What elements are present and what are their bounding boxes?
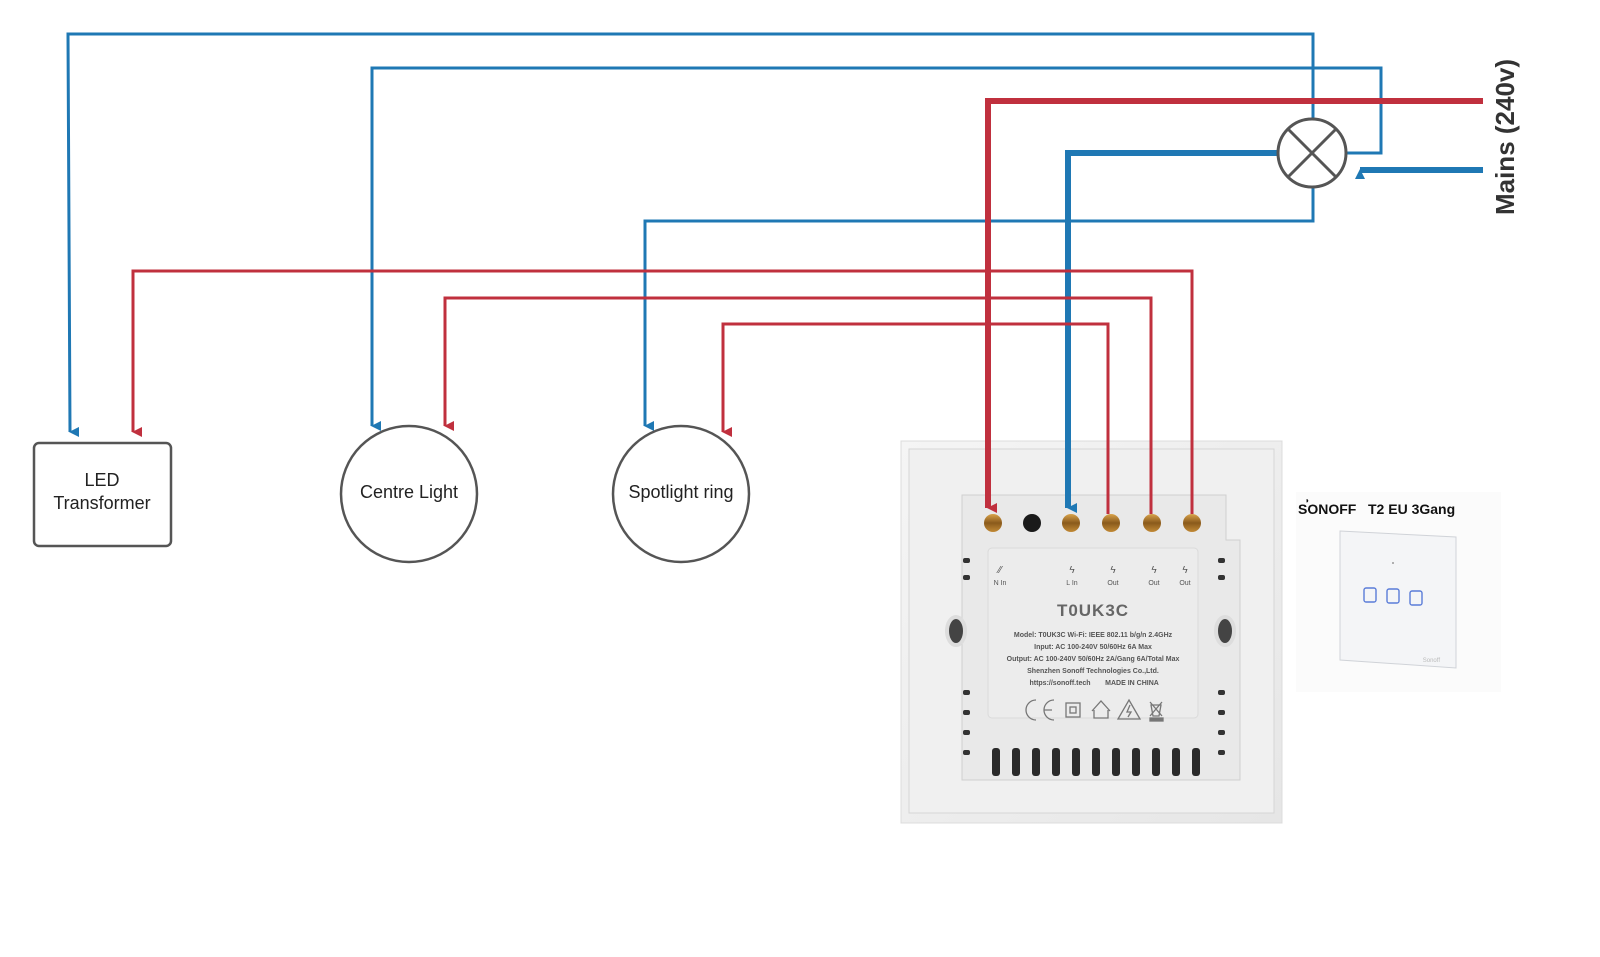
spotlight-ring-label: Spotlight ring [628, 482, 733, 502]
wire-neutral-led-transformer [66, 32, 1315, 437]
screw-out-3 [1102, 514, 1120, 532]
lightning-1-icon: ϟ [1182, 565, 1188, 576]
high-voltage-warning-icon [1116, 698, 1142, 720]
live-wires [131, 98, 1483, 514]
origin-text: MADE IN CHINA [1105, 680, 1159, 687]
mounting-hole-left [945, 615, 967, 647]
wire-live-out1-led-transformer [131, 269, 1194, 514]
indoor-use-icon [1091, 700, 1111, 719]
panel-touch-button-2 [1386, 588, 1400, 604]
switch-back-plate: ⁄⁄ N In ϟ L In ϟ Out ϟ Out ϟ Out T0UK3C … [900, 440, 1283, 824]
spec-line-4: Shenzhen Sonoff Technologies Co.,Ltd. [1027, 668, 1159, 675]
screw-out-1 [1183, 514, 1201, 532]
website-text: https://sonoff.tech [1029, 680, 1090, 687]
led-transformer-label-1: LED [84, 470, 119, 490]
mounting-hole-right [1214, 615, 1236, 647]
terminal-label-out-1: Out [1179, 580, 1190, 587]
terminal-label-n-in: N In [994, 580, 1007, 587]
certification-icons [1025, 698, 1164, 722]
switch-model: T0UK3C [1057, 601, 1129, 620]
neutral-wires [66, 32, 1483, 513]
screw-l-in [1062, 514, 1080, 532]
neutral-icon: ⁄⁄ [995, 565, 1003, 576]
lamp-cross-junction-icon [1276, 117, 1348, 189]
wire-live-mains-to-switch [985, 98, 1483, 513]
centre-light-label: Centre Light [360, 482, 458, 502]
lightning-3-icon: ϟ [1110, 565, 1116, 576]
blank-plug [1023, 514, 1041, 532]
lightning-icon: ϟ [1069, 565, 1075, 576]
spec-line-1: Model: T0UK3C Wi-Fi: IEEE 802.11 b/g/n 2… [1014, 632, 1173, 639]
side-slots [963, 558, 1225, 755]
wire-neutral-switch-l-in [1065, 150, 1279, 513]
terminal-label-l-in: L In [1066, 580, 1078, 587]
load-led-transformer: LED Transformer [32, 441, 173, 548]
wire-neutral-centre-light [370, 66, 1383, 431]
product-name: T2 EU 3Gang [1368, 501, 1455, 517]
wire-live-out3-spotlight-ring [721, 322, 1110, 514]
spec-line-3: Output: AC 100-240V 50/60Hz 2A/Gang 6A/T… [1007, 656, 1180, 663]
wire-live-out2-centre-light [443, 296, 1153, 514]
panel-touch-button-1 [1363, 587, 1377, 603]
sonoff-wifi-icon: ◗ [1305, 496, 1310, 505]
panel-touch-button-3 [1409, 590, 1423, 606]
terminal-labels: ⁄⁄ N In ϟ L In ϟ Out ϟ Out ϟ Out [994, 565, 1191, 587]
spec-line-2: Input: AC 100-240V 50/60Hz 6A Max [1034, 644, 1152, 651]
screw-n-in [984, 514, 1002, 532]
panel-indicator [1392, 562, 1394, 564]
vent-slots [992, 748, 1200, 776]
ce-mark-icon [1025, 699, 1055, 721]
load-spotlight-ring: Spotlight ring [611, 424, 751, 564]
lightning-2-icon: ϟ [1151, 565, 1157, 576]
terminal-screws [984, 514, 1201, 532]
terminal-label-out-2: Out [1148, 580, 1159, 587]
screw-out-2 [1143, 514, 1161, 532]
sonoff-logo: SONOFF [1298, 501, 1357, 517]
led-transformer-label-2: Transformer [53, 493, 150, 513]
panel-brand-text: Sonoff [1423, 658, 1441, 664]
terminal-label-out-3: Out [1107, 580, 1118, 587]
double-insulation-icon [1065, 702, 1081, 718]
load-centre-light: Centre Light [339, 424, 479, 564]
weee-bin-icon [1149, 701, 1164, 722]
mains-label: Mains (240v) [1490, 59, 1520, 215]
wire-neutral-spotlight-ring [643, 187, 1315, 431]
product-image: SONOFF ◗ T2 EU 3Gang Sonoff [1296, 492, 1501, 692]
